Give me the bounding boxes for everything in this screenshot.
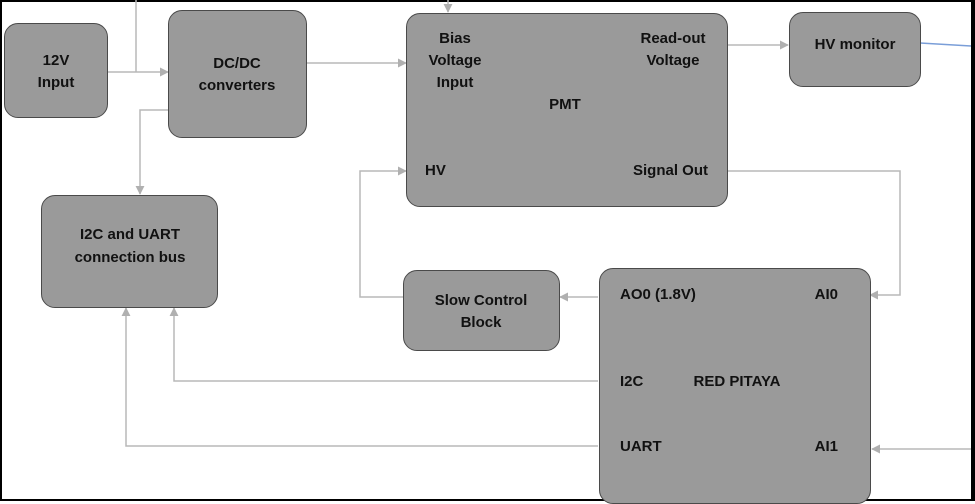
frame-bottom-edge (0, 499, 975, 501)
label-readout: Read-out (640, 30, 706, 47)
block-dcdc-converters (168, 10, 307, 138)
block-slow-control (403, 270, 560, 351)
label-dcdc: DC/DC (213, 55, 261, 72)
label-i2c: I2C (620, 373, 644, 390)
label-ao0: AO0 (1.8V) (620, 286, 696, 303)
wire-i2c-to-bus (169, 307, 598, 382)
block-12v-input (4, 23, 108, 118)
label-ai0: AI0 (814, 286, 838, 303)
label-slow-control-block: Block (460, 314, 502, 331)
frame-left-edge (0, 0, 2, 501)
label-pmt-hv: HV (425, 162, 446, 179)
label-pmt-title: PMT (549, 96, 581, 113)
label-12v: 12V (42, 52, 70, 69)
label-readout-voltage: Voltage (646, 52, 700, 69)
wire-monitor-output (919, 42, 972, 47)
wire-signal-to-ai0 (728, 170, 901, 300)
label-slow-control: Slow Control (434, 292, 528, 309)
label-bias-input: Input (436, 74, 474, 91)
label-ai1: AI1 (814, 438, 838, 455)
frame-right-edge (971, 0, 975, 501)
label-bus-line1: I2C and UART (79, 226, 181, 243)
block-hv-monitor (789, 12, 921, 87)
wire-dcdc-to-bus (135, 109, 168, 195)
frame-top-edge (0, 0, 975, 2)
block-pmt (406, 13, 728, 207)
block-red-pitaya (599, 268, 871, 504)
label-voltage: Voltage (428, 52, 482, 69)
label-input: Input (37, 74, 75, 91)
label-hv-monitor: HV monitor (814, 36, 896, 53)
block-i2c-uart-bus (41, 195, 218, 308)
label-signal-out: Signal Out (633, 162, 708, 179)
wire-uart-to-bus (121, 307, 598, 447)
label-converters: converters (198, 77, 276, 94)
label-uart: UART (620, 438, 662, 455)
label-red-pitaya-title: RED PITAYA (693, 373, 781, 390)
label-bias: Bias (439, 30, 471, 47)
wire-slowcontrol-to-hv (359, 166, 407, 298)
label-bus-line2: connection bus (74, 249, 186, 266)
